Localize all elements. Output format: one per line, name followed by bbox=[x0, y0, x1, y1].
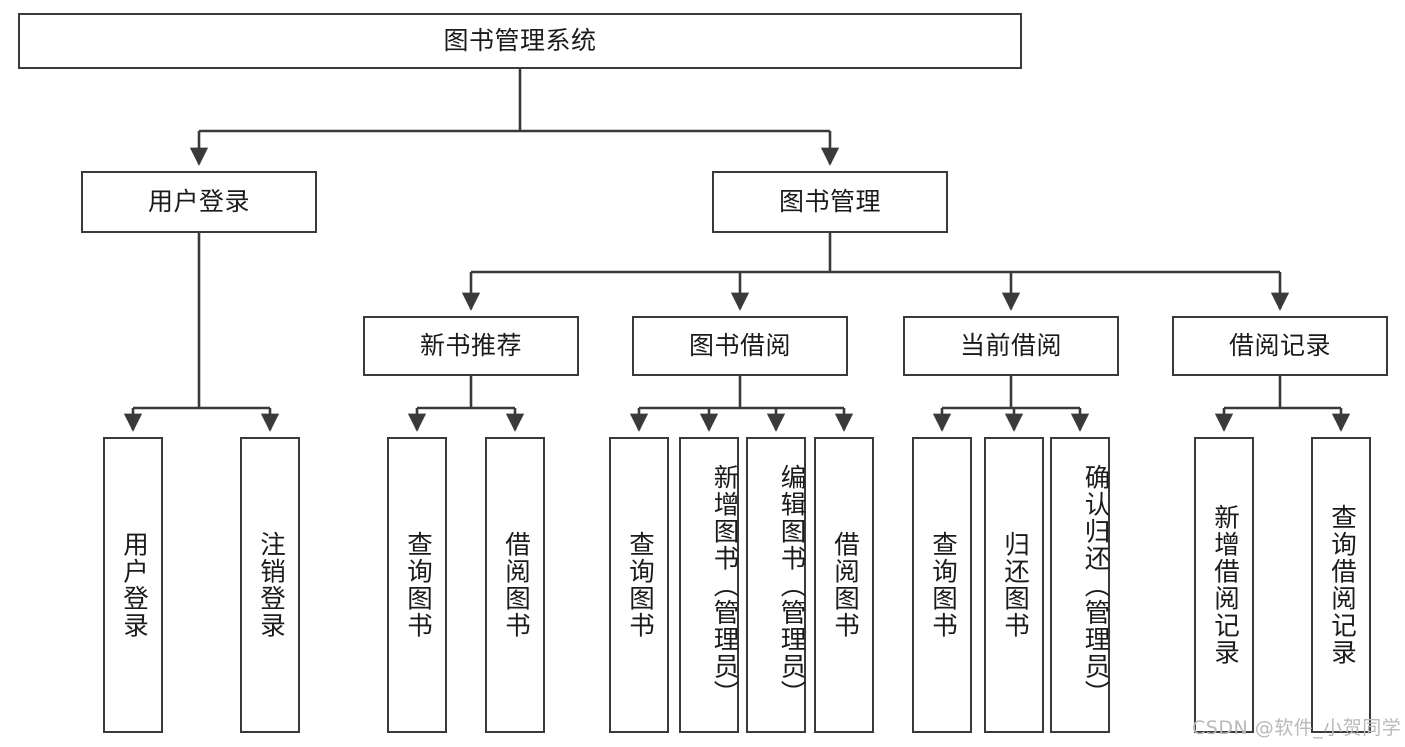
node-leaf-add-borrow-record[interactable]: 新增借阅记录 bbox=[1194, 437, 1254, 733]
node-label: 归还图书 bbox=[999, 531, 1030, 639]
node-leaf-borrow-book[interactable]: 借阅图书 bbox=[814, 437, 874, 733]
node-label: 查询图书 bbox=[927, 531, 958, 639]
node-leaf-query-borrow-record[interactable]: 查询借阅记录 bbox=[1311, 437, 1371, 733]
node-label: 新增图书（管理员） bbox=[709, 463, 739, 707]
node-label: 借阅记录 bbox=[1228, 331, 1331, 361]
node-leaf-return-book[interactable]: 归还图书 bbox=[984, 437, 1044, 733]
node-label: 借阅图书 bbox=[500, 531, 531, 639]
node-label: 编辑图书（管理员） bbox=[776, 463, 806, 707]
node-label: 图书借阅 bbox=[688, 331, 791, 361]
node-label: 确认归还（管理员） bbox=[1080, 463, 1110, 707]
node-label: 查询借阅记录 bbox=[1326, 504, 1357, 666]
node-leaf-edit-book-admin[interactable]: 编辑图书（管理员） bbox=[746, 437, 806, 733]
node-label: 查询图书 bbox=[624, 531, 655, 639]
node-label: 查询图书 bbox=[402, 531, 433, 639]
node-leaf-user-login[interactable]: 用户登录 bbox=[103, 437, 163, 733]
node-book-borrow[interactable]: 图书借阅 bbox=[632, 316, 848, 376]
node-label: 用户登录 bbox=[147, 187, 250, 217]
node-label: 新书推荐 bbox=[419, 331, 522, 361]
node-label: 新增借阅记录 bbox=[1209, 504, 1240, 666]
node-label: 注销登录 bbox=[255, 531, 286, 639]
node-leaf-query-book-recommend[interactable]: 查询图书 bbox=[387, 437, 447, 733]
node-borrow-record[interactable]: 借阅记录 bbox=[1172, 316, 1388, 376]
node-label: 用户登录 bbox=[118, 531, 149, 639]
node-leaf-borrow-book-recommend[interactable]: 借阅图书 bbox=[485, 437, 545, 733]
node-root-system[interactable]: 图书管理系统 bbox=[18, 13, 1022, 69]
node-new-book-recommendation[interactable]: 新书推荐 bbox=[363, 316, 579, 376]
node-label: 图书管理系统 bbox=[443, 26, 597, 56]
node-book-manage[interactable]: 图书管理 bbox=[712, 171, 948, 233]
watermark-credit: CSDN @软件_小贺同学 bbox=[1192, 717, 1402, 739]
node-current-borrow[interactable]: 当前借阅 bbox=[903, 316, 1119, 376]
node-leaf-query-book-current[interactable]: 查询图书 bbox=[912, 437, 972, 733]
node-label: 借阅图书 bbox=[829, 531, 860, 639]
node-leaf-query-book-borrow[interactable]: 查询图书 bbox=[609, 437, 669, 733]
node-user-login[interactable]: 用户登录 bbox=[81, 171, 317, 233]
node-label: 当前借阅 bbox=[959, 331, 1062, 361]
node-leaf-logout[interactable]: 注销登录 bbox=[240, 437, 300, 733]
node-leaf-add-book-admin[interactable]: 新增图书（管理员） bbox=[679, 437, 739, 733]
node-label: 图书管理 bbox=[778, 187, 881, 217]
node-leaf-confirm-return-admin[interactable]: 确认归还（管理员） bbox=[1050, 437, 1110, 733]
